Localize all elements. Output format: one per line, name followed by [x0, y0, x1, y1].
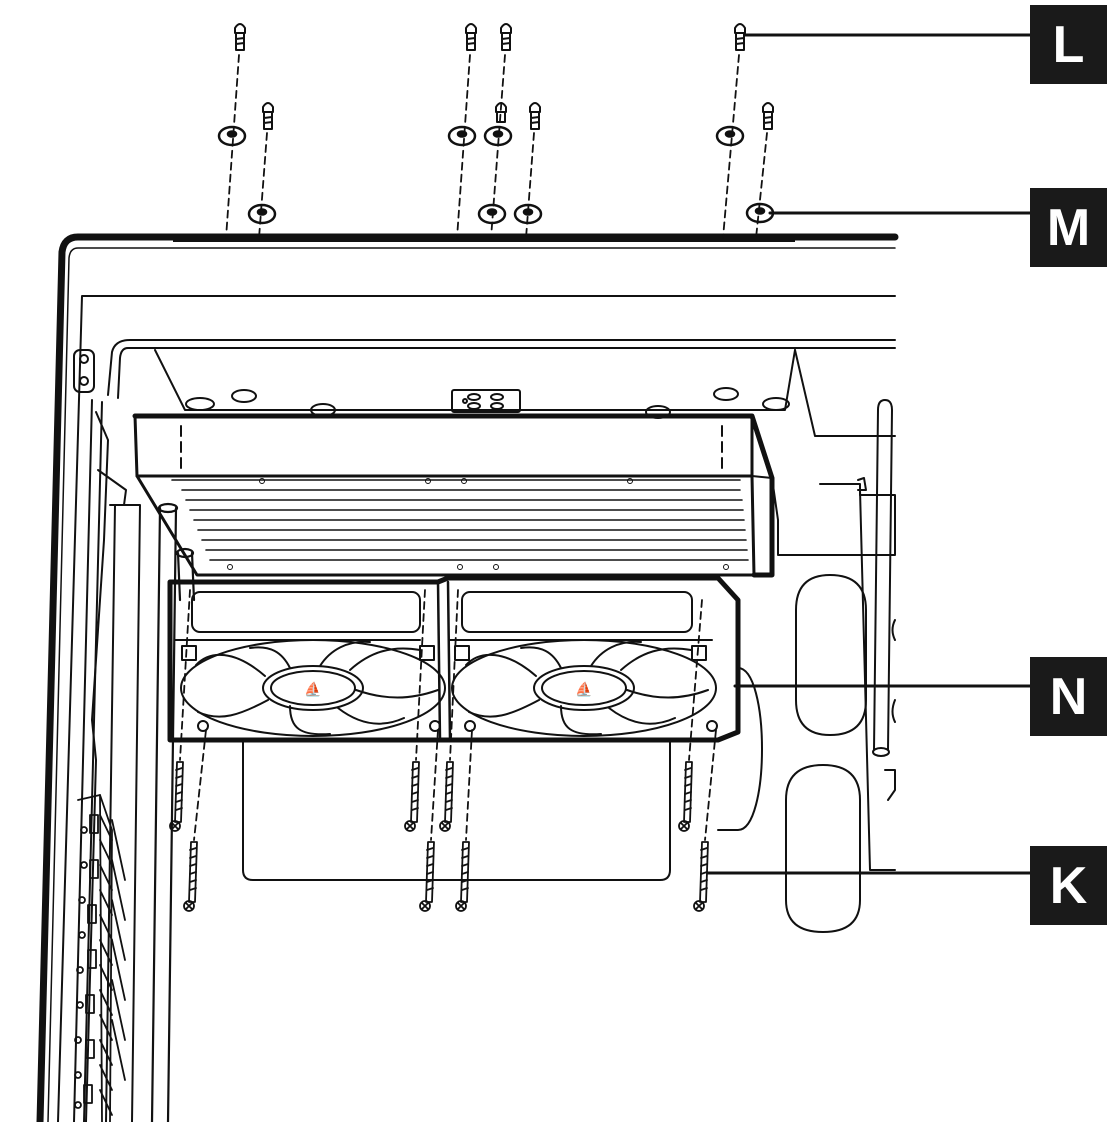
long-screw: [455, 841, 470, 912]
callout-k: K: [1030, 846, 1107, 925]
left-side-structure: [73, 399, 141, 1122]
screw: [734, 23, 746, 51]
long-screw: [693, 841, 709, 912]
callout-m-label: M: [1046, 198, 1091, 257]
case-outline: [36, 233, 899, 1122]
fan-logo-left: ⛵: [304, 681, 321, 698]
callout-leaders: [706, 33, 1032, 875]
top-guide-lines: [225, 54, 768, 239]
pcie-slots: [74, 794, 126, 1122]
screw: [465, 23, 477, 51]
callout-k-label: K: [1049, 856, 1088, 915]
screw: [262, 102, 274, 130]
fan-guide-lines: [179, 589, 717, 841]
inner-top-bracket: [107, 339, 896, 437]
fan-logo-right: ⛵: [575, 681, 592, 698]
fan-assembly: [167, 575, 741, 743]
screw: [529, 102, 541, 130]
right-support-rod: [872, 399, 896, 801]
callout-m: M: [1030, 188, 1107, 267]
screw: [234, 23, 246, 51]
screw: [495, 102, 507, 123]
long-screw: [419, 841, 435, 912]
left-hinge-tab: [73, 349, 95, 393]
callout-n-label: N: [1049, 667, 1088, 726]
top-screws-l: [234, 23, 774, 130]
callout-l-label: L: [1052, 15, 1085, 74]
callout-n: N: [1030, 657, 1107, 736]
long-screw: [404, 761, 420, 832]
long-screw: [183, 841, 198, 912]
coolant-tubes: [150, 502, 196, 1122]
long-screw: [678, 761, 693, 832]
top-mounting-rail: [173, 234, 795, 242]
fan-screws-k: [169, 761, 709, 912]
radiator: [132, 413, 896, 578]
screw: [762, 102, 774, 130]
long-screw: [169, 761, 184, 832]
screw: [500, 23, 512, 51]
fan-right: [449, 591, 718, 737]
fan-left: [174, 591, 446, 737]
lower-bay: [242, 477, 896, 933]
long-screw: [439, 761, 454, 832]
callout-l: L: [1030, 5, 1107, 84]
